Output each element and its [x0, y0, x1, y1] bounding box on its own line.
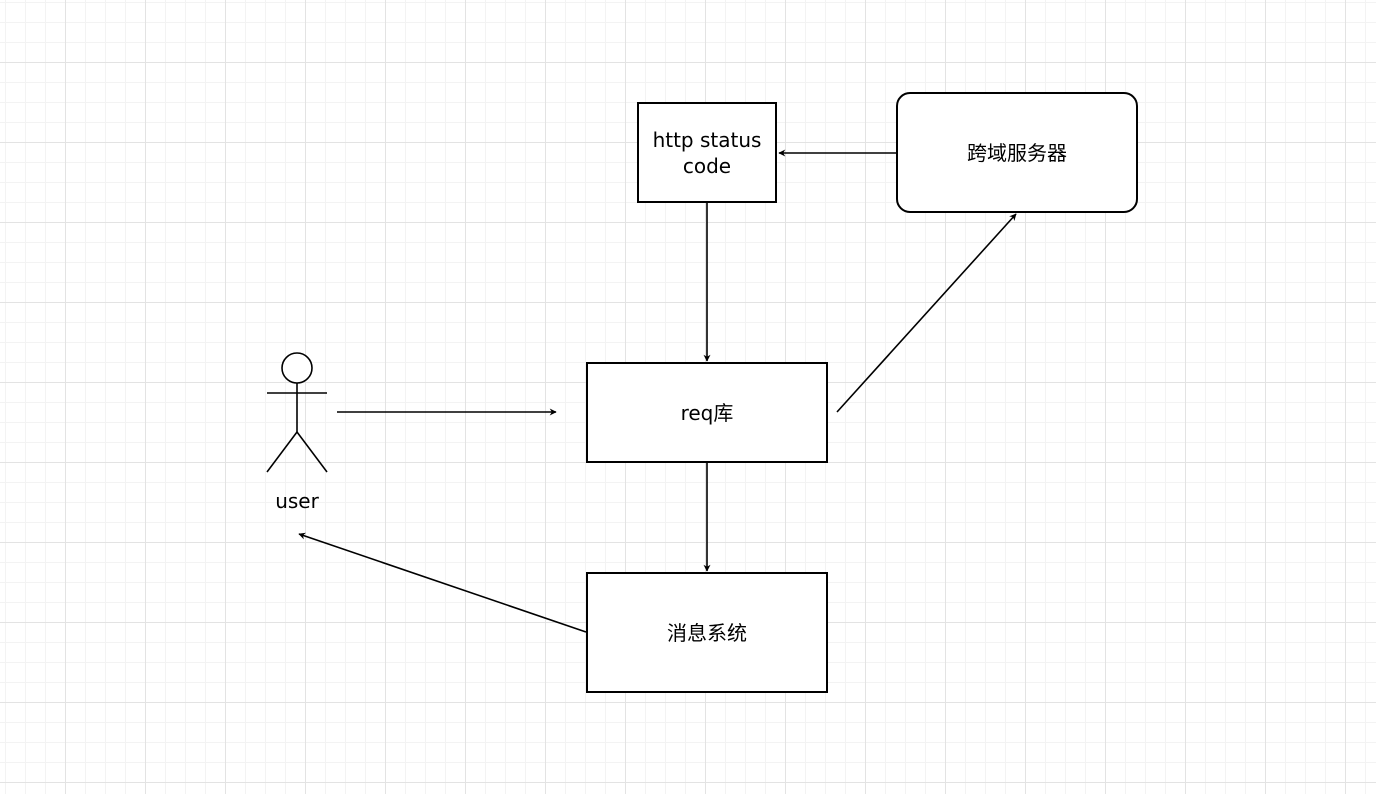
message-system-label: 消息系统: [667, 620, 747, 645]
req-library-node[interactable]: req库: [586, 362, 828, 463]
cross-domain-server-node[interactable]: 跨域服务器: [896, 92, 1138, 213]
req-library-label: req库: [680, 400, 734, 425]
http-status-code-label: http status code: [652, 127, 762, 178]
message-system-node[interactable]: 消息系统: [586, 572, 828, 693]
http-status-code-node[interactable]: http status code: [637, 102, 777, 203]
cross-domain-server-label: 跨域服务器: [967, 140, 1067, 165]
edge-message-to-user[interactable]: [298, 532, 587, 633]
user-actor-label: user: [275, 489, 319, 513]
edge-req-to-cross-domain[interactable]: [836, 213, 1017, 413]
user-actor-icon[interactable]: [266, 352, 328, 473]
